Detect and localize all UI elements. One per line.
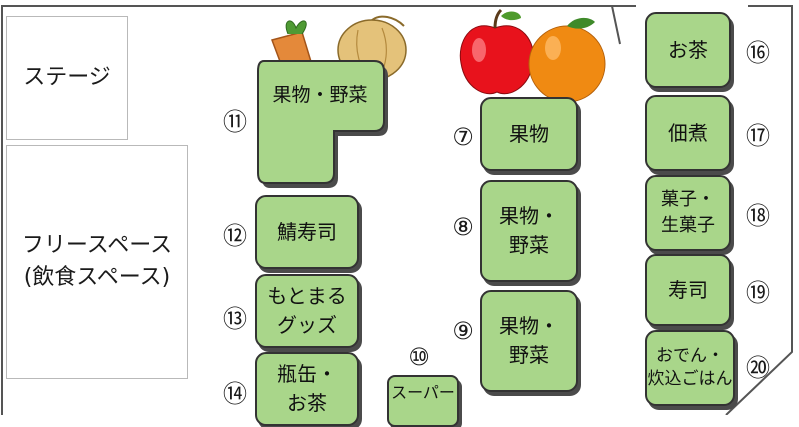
booth-10[interactable]: スーパー	[387, 375, 459, 427]
booth-17-label: 佃煮	[668, 120, 708, 145]
booth-11-label: 果物・野菜	[272, 84, 367, 106]
booth-8-number: ⑧	[450, 213, 476, 241]
booth-13-number: ⑬	[222, 303, 248, 333]
booth-19-label: 寿司	[668, 277, 708, 302]
booth-8[interactable]: 果物・ 野菜	[480, 180, 578, 282]
free-space-label: フリースペース (飲食スペース)	[21, 233, 173, 290]
booth-12-number: ⑫	[222, 220, 248, 250]
booth-12-label: 鯖寿司	[277, 219, 337, 244]
booth-18-label: 菓子・ 生菓子	[661, 188, 715, 236]
booth-20[interactable]: おでん・ 炊込ごはん	[645, 330, 735, 406]
booth-20-label: おでん・ 炊込ごはん	[647, 346, 733, 389]
booth-9-number: ⑨	[450, 317, 476, 345]
booth-10-number: ⑩	[406, 343, 432, 371]
booth-11[interactable]: 果物・野菜	[252, 55, 394, 193]
booth-11-number: ⑪	[222, 106, 248, 136]
booth-16-label: お茶	[668, 37, 708, 62]
free-space-area: フリースペース (飲食スペース)	[6, 145, 188, 379]
booth-18-number: ⑱	[745, 200, 771, 230]
venue-map: ステージ フリースペース (飲食スペース)	[1, 5, 793, 427]
booth-10-label: スーパー	[391, 383, 455, 402]
stage-area: ステージ	[6, 16, 128, 140]
booth-17-number: ⑰	[745, 120, 771, 150]
booth-14-number: ⑭	[222, 378, 248, 408]
apple-icon	[459, 8, 535, 95]
booth-9-label: 果物・ 野菜	[499, 314, 559, 367]
booth-14-label: 瓶缶・ お茶	[277, 362, 337, 415]
booth-16-number: ⑯	[745, 37, 771, 67]
stage-label: ステージ	[23, 65, 111, 91]
booth-8-label: 果物・ 野菜	[499, 204, 559, 257]
booth-14[interactable]: 瓶缶・ お茶	[255, 352, 359, 426]
booth-19-number: ⑲	[745, 277, 771, 307]
booth-20-number: ⑳	[745, 352, 771, 382]
booth-9[interactable]: 果物・ 野菜	[480, 290, 578, 392]
orange-icon	[528, 17, 606, 103]
booth-7-label: 果物	[509, 121, 549, 146]
fruit-illustration	[459, 8, 606, 103]
booth-7-number: ⑦	[450, 123, 476, 151]
booth-16[interactable]: お茶	[645, 12, 731, 88]
booth-13[interactable]: もとまる グッズ	[255, 274, 359, 348]
booth-12[interactable]: 鯖寿司	[255, 195, 359, 269]
booth-13-label: もとまる グッズ	[267, 284, 347, 337]
booth-18[interactable]: 菓子・ 生菓子	[645, 175, 731, 251]
booth-7[interactable]: 果物	[480, 97, 578, 171]
venue-boundary	[1, 5, 793, 415]
booth-17[interactable]: 佃煮	[645, 95, 731, 171]
booth-19[interactable]: 寿司	[645, 254, 731, 326]
